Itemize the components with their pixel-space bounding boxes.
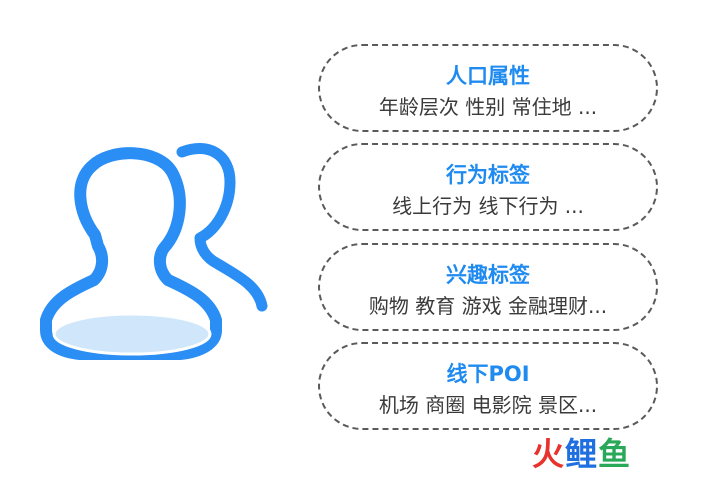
category-card-demographics: 人口属性 年龄层次 性别 常住地 ... (318, 44, 658, 132)
logo-char: 鱼 (598, 435, 632, 473)
brand-logo: 火鲤鱼 (532, 436, 631, 472)
card-title: 行为标签 (446, 163, 530, 187)
users-icon (30, 130, 280, 370)
card-description: 线上行为 线下行为 ... (392, 194, 584, 218)
category-card-offline-poi: 线下POI 机场 商圈 电影院 景区... (318, 342, 658, 430)
card-title: 线下POI (446, 362, 530, 386)
logo-char: 鲤 (565, 435, 599, 473)
category-card-behavior: 行为标签 线上行为 线下行为 ... (318, 143, 658, 231)
category-card-interests: 兴趣标签 购物 教育 游戏 金融理财... (318, 243, 658, 331)
logo-char: 火 (532, 435, 566, 473)
card-description: 机场 商圈 电影院 景区... (378, 393, 598, 417)
card-description: 购物 教育 游戏 金融理财... (368, 294, 608, 318)
card-description: 年龄层次 性别 常住地 ... (378, 95, 598, 119)
card-title: 兴趣标签 (446, 263, 530, 287)
card-title: 人口属性 (446, 64, 530, 88)
